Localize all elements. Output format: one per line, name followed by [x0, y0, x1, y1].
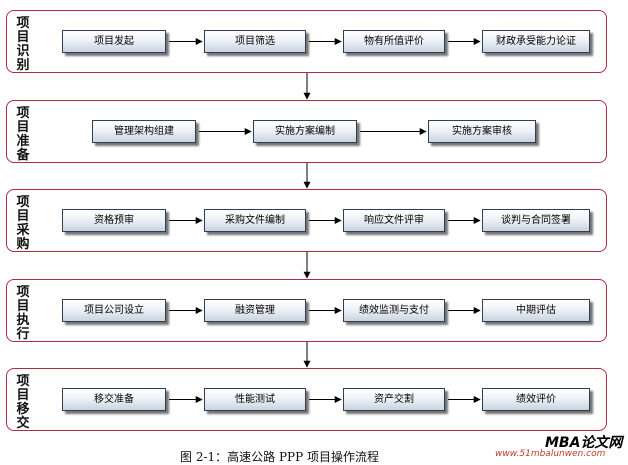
process-step: 实施方案编制	[253, 120, 357, 143]
process-step: 移交准备	[62, 388, 166, 411]
phase-label: 项目移交	[16, 374, 30, 431]
process-step: 采购文件编制	[204, 209, 306, 232]
process-step: 资产交割	[343, 388, 445, 411]
watermark-url: www.51mbalunwen.com	[495, 449, 606, 459]
watermark-title: MBA论文网	[545, 435, 623, 451]
phase-label: 项目采购	[16, 195, 30, 252]
phase-label: 项目准备	[16, 106, 30, 163]
phase-label: 项目执行	[16, 285, 30, 342]
process-step: 项目发起	[62, 30, 166, 53]
process-step: 融资管理	[204, 299, 306, 322]
figure-caption: 图 2-1：高速公路 PPP 项目操作流程	[180, 450, 379, 464]
process-step: 谈判与合同签署	[482, 209, 590, 232]
process-step: 中期评估	[482, 299, 590, 322]
process-step: 资格预审	[62, 209, 166, 232]
process-step: 绩效监测与支付	[343, 299, 445, 322]
process-step: 响应文件评审	[343, 209, 445, 232]
process-step: 实施方案审核	[428, 120, 536, 143]
phase-label: 项目识别	[16, 16, 30, 73]
process-step: 项目筛选	[204, 30, 306, 53]
process-step: 物有所值评价	[343, 30, 445, 53]
process-step: 性能测试	[204, 388, 306, 411]
process-step: 财政承受能力论证	[482, 30, 590, 53]
process-step: 绩效评价	[482, 388, 590, 411]
process-step: 管理架构组建	[92, 120, 196, 143]
process-step: 项目公司设立	[62, 299, 166, 322]
